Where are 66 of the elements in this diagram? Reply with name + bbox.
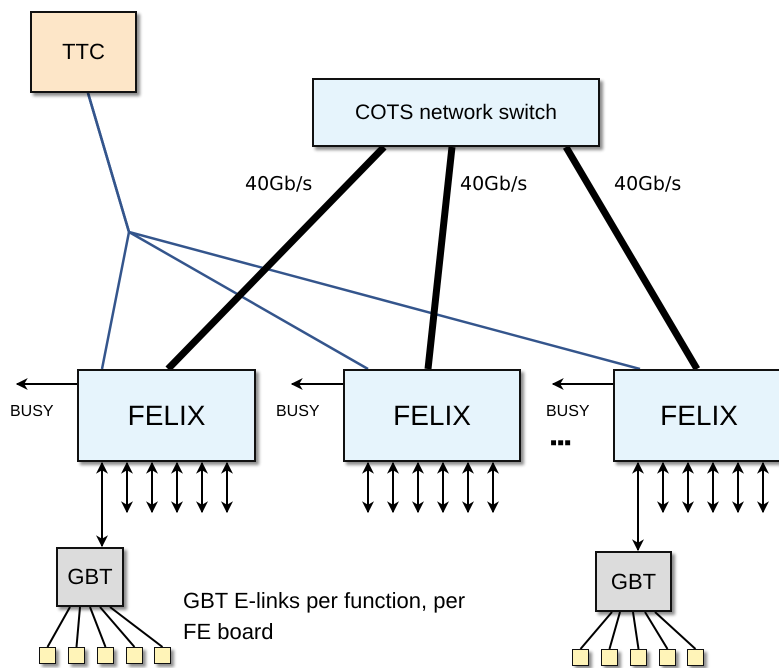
arrow xyxy=(552,378,613,390)
line xyxy=(89,606,106,648)
line xyxy=(644,611,668,650)
thick-line xyxy=(166,144,386,372)
arrow xyxy=(96,462,108,548)
ttc-box xyxy=(30,11,137,93)
thick-line xyxy=(424,146,456,370)
gbt-box xyxy=(595,551,672,612)
felix-box xyxy=(77,369,256,462)
arrow xyxy=(437,462,449,514)
gbt-box xyxy=(56,547,124,607)
arrow xyxy=(632,462,644,552)
line xyxy=(654,611,696,650)
edge-label: 40Gb/s xyxy=(245,173,312,195)
arrow xyxy=(362,462,374,514)
arrow xyxy=(707,462,719,514)
switch-box xyxy=(312,78,600,147)
edge-label: BUSY xyxy=(546,403,590,421)
felix-box xyxy=(613,369,779,462)
arrow xyxy=(290,378,343,390)
arrow xyxy=(121,462,133,514)
line xyxy=(109,606,164,648)
arrow xyxy=(657,462,669,514)
felix-box xyxy=(343,369,521,462)
node-label: TTC xyxy=(62,39,105,65)
note-text: GBT E-links per function, per FE board xyxy=(183,587,466,646)
board-box xyxy=(97,647,114,664)
node-label: GBT xyxy=(610,568,656,594)
board-box xyxy=(687,649,704,666)
line xyxy=(608,612,621,650)
arrow xyxy=(171,462,183,514)
arrow xyxy=(682,462,694,514)
line xyxy=(580,611,613,650)
line xyxy=(86,92,640,370)
arrow xyxy=(387,462,399,514)
board-box xyxy=(630,649,647,666)
arrow xyxy=(757,462,769,514)
arrow xyxy=(221,462,233,514)
edge-label: 40Gb/s xyxy=(614,173,682,195)
node-label: COTS network switch xyxy=(355,100,557,124)
arrow xyxy=(196,462,208,514)
board-box xyxy=(572,649,589,666)
arrow xyxy=(146,462,158,514)
board-box xyxy=(39,647,56,664)
board-box xyxy=(154,647,171,664)
edge-label: BUSY xyxy=(10,403,54,421)
node-label: FELIX xyxy=(660,400,738,432)
arrow xyxy=(412,462,424,514)
line xyxy=(99,606,136,648)
arrow xyxy=(16,378,77,390)
arrow xyxy=(462,462,474,514)
edge-label: 40Gb/s xyxy=(460,173,528,195)
node-label: GBT xyxy=(67,564,113,590)
ellipsis-mark: ▪▪▪ xyxy=(550,432,572,455)
edge-label: BUSY xyxy=(276,403,320,421)
node-label: FELIX xyxy=(128,400,206,432)
board-box xyxy=(126,647,143,664)
board-box xyxy=(68,647,85,664)
arrow xyxy=(487,462,499,514)
board-box xyxy=(659,649,676,666)
board-box xyxy=(601,649,618,666)
line xyxy=(76,606,81,648)
arrow xyxy=(732,462,744,514)
thick-line xyxy=(562,145,700,371)
node-label: FELIX xyxy=(393,400,471,432)
line xyxy=(46,606,71,648)
